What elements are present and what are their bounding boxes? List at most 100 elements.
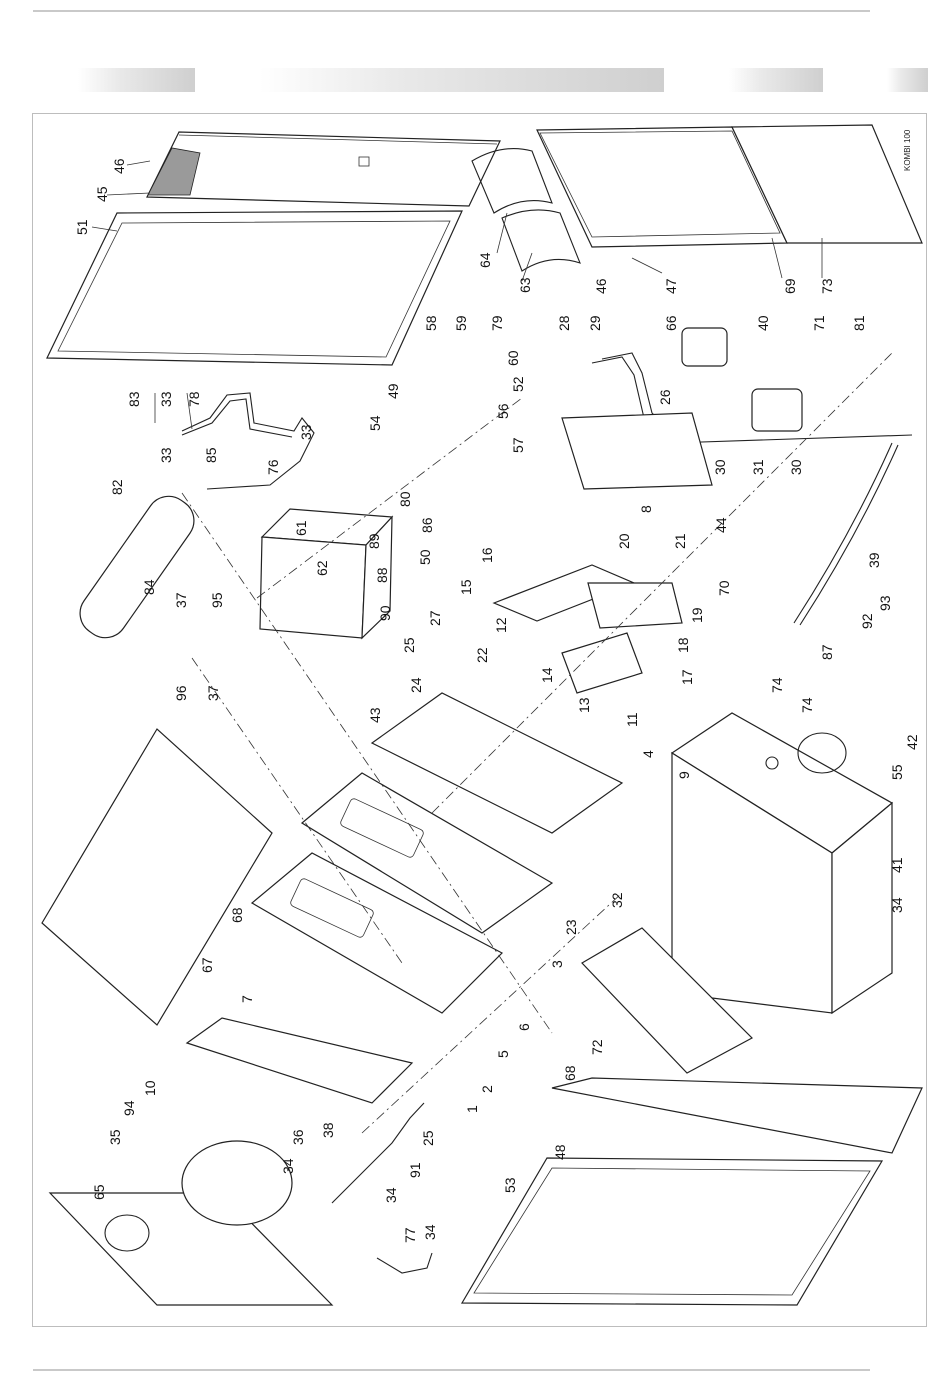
callout-label: 50 — [417, 549, 433, 565]
callout-label: 79 — [489, 315, 505, 331]
callout-label: 63 — [517, 277, 533, 293]
callout-label: 61 — [293, 520, 309, 536]
callout-label: 46 — [111, 158, 127, 174]
callout-label: 69 — [782, 278, 798, 294]
callout-label: 4 — [640, 750, 656, 758]
callout-label: 39 — [866, 552, 882, 568]
callout-label: 19 — [689, 607, 705, 623]
callout-label: 36 — [290, 1129, 306, 1145]
callout-label: 89 — [366, 533, 382, 549]
panel-67 — [41, 728, 273, 1026]
callout-label: 93 — [877, 595, 893, 611]
callout-label: 26 — [657, 389, 673, 405]
callout-label: 70 — [716, 580, 732, 596]
trim-piece — [471, 148, 581, 272]
callout-label: 80 — [397, 491, 413, 507]
diagram-frame — [32, 113, 927, 1327]
callout-label: 92 — [859, 613, 875, 629]
axis-5 — [361, 892, 623, 1134]
control-box — [259, 508, 394, 640]
callout-label: 6 — [516, 1023, 532, 1031]
callout-label: 35 — [107, 1129, 123, 1145]
callout-label: 22 — [474, 647, 490, 663]
callout-label: 3 — [549, 960, 565, 968]
header-bar-4 — [887, 68, 928, 92]
callout-label: 68 — [229, 907, 245, 923]
callout-label: 83 — [126, 391, 142, 407]
callout-label: 53 — [502, 1177, 518, 1193]
callout-label: 86 — [419, 517, 435, 533]
callout-label: 34 — [383, 1187, 399, 1203]
callout-label: 10 — [142, 1080, 158, 1096]
callout-label: 28 — [556, 315, 572, 331]
callout-label: 15 — [458, 579, 474, 595]
callout-label: 74 — [799, 697, 815, 713]
callout-label: 31 — [750, 459, 766, 475]
callout-label: 57 — [510, 437, 526, 453]
callouts: 46 45 51 64 63 69 73 47 46 58 59 79 60 2… — [74, 158, 920, 1243]
left-pipes — [181, 392, 315, 490]
callout-label: 44 — [713, 517, 729, 533]
callout-label: 85 — [203, 447, 219, 463]
panel-72 — [581, 927, 753, 1074]
gasket-blocks — [492, 564, 683, 694]
callout-label: 20 — [616, 533, 632, 549]
callout-label: 17 — [679, 669, 695, 685]
axis-2 — [191, 657, 403, 964]
callout-label: 9 — [676, 771, 692, 779]
pipe-91 — [331, 1102, 425, 1204]
callout-label: 72 — [589, 1039, 605, 1055]
callout-label: 81 — [851, 315, 867, 331]
callout-label: 95 — [209, 592, 225, 608]
callout-label: 18 — [675, 637, 691, 653]
side-panel-top — [146, 131, 501, 207]
callout-label: 59 — [453, 315, 469, 331]
callout-label: 30 — [712, 459, 728, 475]
callout-label: 5 — [495, 1050, 511, 1058]
callout-label: 56 — [495, 403, 511, 419]
callout-label: 51 — [74, 219, 90, 235]
callout-label: 52 — [510, 376, 526, 392]
callout-label: 38 — [320, 1122, 336, 1138]
storage-tank-41 — [670, 712, 894, 1015]
pump-group — [591, 327, 913, 444]
header-bar-1 — [78, 68, 195, 92]
callout-label: 96 — [173, 685, 189, 701]
callout-label: 29 — [587, 315, 603, 331]
callout-label: 71 — [811, 315, 827, 331]
callout-label: 25 — [401, 637, 417, 653]
callout-label: 45 — [94, 186, 110, 202]
callout-label: 54 — [367, 415, 383, 431]
callout-label: 23 — [563, 919, 579, 935]
callout-label: 32 — [609, 892, 625, 908]
vessel-36 — [181, 1140, 293, 1226]
callout-label: 46 — [593, 278, 609, 294]
callout-label: 55 — [889, 764, 905, 780]
figure-code: KOMBI 100 — [903, 129, 912, 171]
callout-label: 90 — [377, 605, 393, 621]
callout-label: 67 — [199, 957, 215, 973]
callout-label: 13 — [576, 697, 592, 713]
callout-label: 25 — [420, 1130, 436, 1146]
callout-label: 40 — [755, 315, 771, 331]
callout-label: 87 — [819, 644, 835, 660]
callout-label: 78 — [186, 391, 202, 407]
mounting-plate-44 — [561, 412, 713, 490]
callout-label: 11 — [624, 712, 640, 727]
hose-39b — [799, 444, 899, 626]
callout-label: 42 — [904, 734, 920, 750]
callout-label: 1 — [464, 1105, 480, 1113]
callout-label: 30 — [788, 459, 804, 475]
callout-label: 94 — [121, 1100, 137, 1116]
expansion-vessel-84 — [79, 495, 195, 639]
callout-label: 14 — [539, 667, 555, 683]
callout-label: 62 — [314, 560, 330, 576]
callout-label: 37 — [173, 592, 189, 608]
callout-label: 64 — [477, 252, 493, 268]
bottom-rule — [33, 1369, 870, 1371]
panel-48 — [551, 1077, 923, 1154]
callout-label: 43 — [367, 707, 383, 723]
exploded-parts-diagram: KOMBI 100 46 45 51 64 63 69 73 47 46 58 … — [41, 124, 923, 1306]
axis-3 — [256, 397, 523, 599]
front-covers — [536, 124, 923, 248]
